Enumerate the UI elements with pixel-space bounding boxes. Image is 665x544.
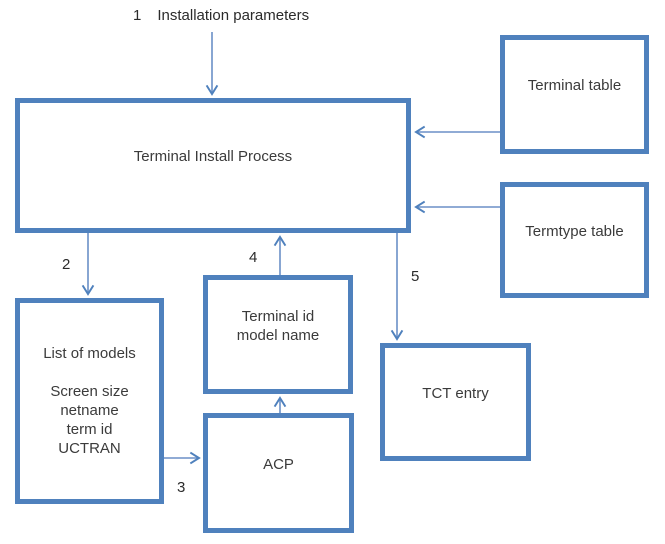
node-label-line: model name [236, 326, 320, 344]
step-1-text: Installation parameters [157, 7, 310, 24]
node-termtype-table: Termtype table [500, 182, 649, 298]
step-1-number: 1 [133, 7, 142, 24]
node-label: Termtype table [525, 222, 624, 240]
step-5-label: 5 [411, 268, 420, 285]
node-label-line: List of models [43, 345, 136, 362]
node-list-of-models: List of models Screen size netname term … [15, 298, 164, 504]
node-label-line: UCTRAN [58, 440, 121, 457]
node-terminal-table: Terminal table [500, 35, 649, 154]
node-terminal-install-process: Terminal Install Process [15, 98, 411, 233]
step-4-label: 4 [249, 249, 258, 266]
node-label-line: Screen size [50, 383, 129, 400]
node-label: Terminal table [527, 77, 622, 94]
node-label: Terminal Install Process [133, 148, 293, 165]
step-2-label: 2 [62, 256, 71, 273]
node-label-line: netname [60, 402, 119, 419]
step-3-label: 3 [177, 479, 186, 496]
node-label: TCT entry [422, 384, 489, 402]
step-1-label: 1 Installation parameters [133, 6, 309, 25]
node-tct-entry: TCT entry [380, 343, 531, 461]
node-acp: ACP [203, 413, 354, 533]
node-label-line: term id [66, 421, 113, 438]
node-label: ACP [263, 455, 294, 473]
node-label-line: Terminal id [241, 307, 315, 325]
node-terminal-id-model-name: Terminal id model name [203, 275, 353, 394]
